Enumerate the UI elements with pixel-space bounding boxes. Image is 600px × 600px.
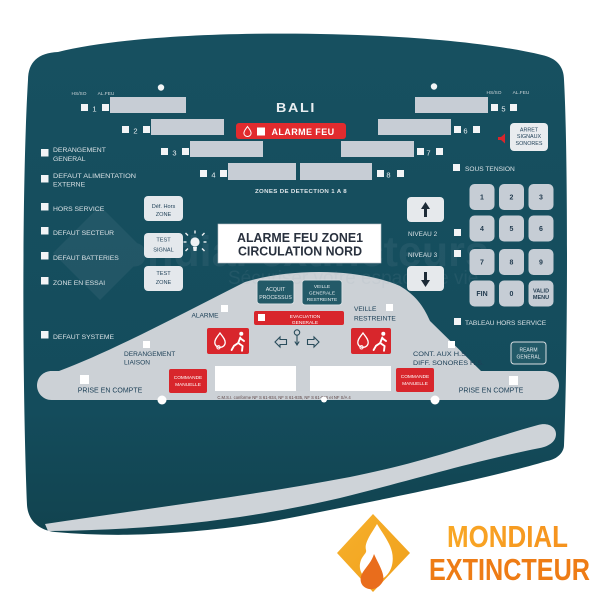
svg-text:7: 7 — [480, 260, 484, 267]
svg-text:SOUS TENSION: SOUS TENSION — [465, 166, 515, 173]
svg-text:SIGNAUX: SIGNAUX — [517, 134, 542, 140]
svg-text:RESTREINTE: RESTREINTE — [354, 316, 396, 323]
svg-text:SIGNAL: SIGNAL — [153, 248, 174, 254]
svg-text:GENERALE: GENERALE — [309, 291, 335, 297]
svg-text:ZONE: ZONE — [156, 280, 172, 286]
svg-text:4: 4 — [211, 171, 215, 180]
svg-text:CONT. AUX H.S.: CONT. AUX H.S. — [413, 351, 468, 358]
svg-text:MONDIAL: MONDIAL — [447, 519, 568, 554]
svg-text:AL.FEU: AL.FEU — [98, 91, 115, 97]
svg-text:6: 6 — [463, 127, 467, 136]
svg-text:HS/SO: HS/SO — [487, 90, 502, 96]
svg-text:GENERAL: GENERAL — [517, 355, 541, 361]
svg-text:7: 7 — [426, 149, 430, 158]
svg-text:DEFAUT SECTEUR: DEFAUT SECTEUR — [53, 230, 114, 237]
svg-text:ACQUIT: ACQUIT — [266, 287, 286, 293]
svg-text:0: 0 — [510, 291, 514, 298]
svg-text:8: 8 — [386, 171, 390, 180]
svg-text:ARRET: ARRET — [520, 128, 539, 134]
svg-text:DIFF. SONORES H.S.: DIFF. SONORES H.S. — [413, 360, 484, 367]
svg-text:ALARME FEU: ALARME FEU — [272, 127, 335, 137]
svg-text:4: 4 — [480, 226, 484, 233]
svg-text:ZONES DE DETECTION 1 A 8: ZONES DE DETECTION 1 A 8 — [255, 189, 347, 195]
svg-text:PRISE EN COMPTE: PRISE EN COMPTE — [78, 388, 143, 395]
svg-text:EXTINCTEUR: EXTINCTEUR — [429, 552, 590, 587]
svg-text:DERANGEMENT: DERANGEMENT — [124, 351, 175, 358]
svg-text:SONORES: SONORES — [516, 141, 543, 147]
svg-text:BALI: BALI — [276, 100, 316, 115]
svg-text:NIVEAU 3: NIVEAU 3 — [408, 252, 438, 259]
svg-text:3: 3 — [539, 195, 543, 202]
svg-text:5: 5 — [501, 105, 505, 114]
svg-text:VEILLE: VEILLE — [354, 306, 377, 313]
svg-text:REARM: REARM — [519, 348, 537, 354]
svg-text:1: 1 — [92, 105, 96, 114]
svg-text:9: 9 — [539, 260, 543, 267]
svg-text:HORS SERVICE: HORS SERVICE — [53, 206, 105, 213]
svg-text:MANUELLE: MANUELLE — [402, 381, 428, 387]
svg-text:MANUELLE: MANUELLE — [175, 382, 201, 388]
svg-text:DEFAUT BATTERIES: DEFAUT BATTERIES — [53, 255, 119, 262]
svg-text:COMMANDE: COMMANDE — [401, 374, 430, 380]
svg-text:DEFAUT ALIMENTATION: DEFAUT ALIMENTATION — [53, 173, 136, 180]
svg-text:TEST: TEST — [156, 271, 171, 277]
svg-text:ZONE: ZONE — [156, 212, 172, 218]
svg-text:COMMANDE: COMMANDE — [174, 375, 203, 381]
svg-text:EVACUATION: EVACUATION — [290, 314, 321, 320]
svg-text:GENERAL: GENERAL — [53, 156, 86, 163]
svg-text:ALARME FEU ZONE1: ALARME FEU ZONE1 — [237, 231, 363, 245]
svg-text:2: 2 — [133, 127, 137, 136]
svg-text:DERANGEMENT: DERANGEMENT — [53, 147, 106, 154]
svg-text:VALID: VALID — [533, 289, 549, 295]
svg-text:1: 1 — [480, 195, 484, 202]
svg-text:PRISE EN COMPTE: PRISE EN COMPTE — [459, 388, 524, 395]
svg-text:FIN: FIN — [476, 291, 487, 298]
svg-text:AL.FEU: AL.FEU — [513, 90, 530, 96]
svg-text:GENERALE: GENERALE — [292, 320, 318, 326]
svg-text:8: 8 — [510, 260, 514, 267]
svg-text:3: 3 — [172, 149, 176, 158]
svg-text:NIVEAU 2: NIVEAU 2 — [408, 231, 438, 238]
svg-text:ZONE EN ESSAI: ZONE EN ESSAI — [53, 280, 105, 287]
svg-text:LIAISON: LIAISON — [124, 360, 150, 367]
svg-text:Déf. Hors: Déf. Hors — [152, 204, 176, 210]
svg-text:RESTREINTE: RESTREINTE — [307, 297, 337, 303]
svg-text:DEFAUT SYSTEME: DEFAUT SYSTEME — [53, 334, 115, 341]
svg-text:CIRCULATION NORD: CIRCULATION NORD — [238, 245, 362, 259]
svg-text:C.M.S.I. conforme NF S 61-934,: C.M.S.I. conforme NF S 61-934, NF S 61-9… — [217, 395, 351, 400]
svg-text:ALARME: ALARME — [191, 313, 219, 320]
svg-text:HS/SO: HS/SO — [72, 91, 87, 97]
svg-text:TEST: TEST — [156, 238, 171, 244]
svg-text:5: 5 — [510, 226, 514, 233]
svg-text:EXTERNE: EXTERNE — [53, 182, 86, 189]
svg-text:MENU: MENU — [533, 295, 549, 301]
svg-text:PROCESSUS: PROCESSUS — [259, 295, 292, 301]
svg-text:TABLEAU HORS SERVICE: TABLEAU HORS SERVICE — [465, 320, 547, 327]
svg-text:VEILLE: VEILLE — [314, 284, 330, 290]
svg-text:2: 2 — [510, 195, 514, 202]
svg-text:6: 6 — [539, 226, 543, 233]
